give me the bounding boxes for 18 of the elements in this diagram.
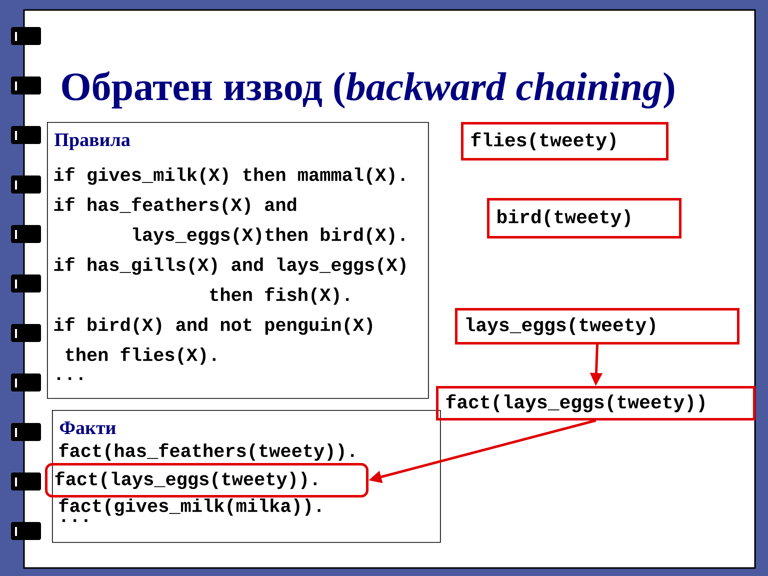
fact-box: fact(lays_eggs(tweety))	[436, 386, 756, 420]
code-line: ...	[62, 519, 88, 522]
section-heading: Факти	[60, 422, 116, 434]
rules-panel	[47, 122, 429, 399]
code-line: if gives_milk(X) then mammal(X).	[54, 167, 404, 185]
highlight-box: fact(lays_eggs(tweety)).	[45, 463, 368, 498]
fact-box: bird(tweety)	[487, 198, 682, 238]
code-line: ...	[57, 377, 82, 380]
title: Обратен извод (backward chaining)	[62, 71, 674, 108]
fact-box: flies(tweety)	[461, 122, 668, 160]
section-heading: Правила	[54, 134, 130, 150]
facts-panel	[52, 410, 441, 543]
fact-box: lays_eggs(tweety)	[455, 308, 740, 344]
code-line: fact(gives_milk(milka)).	[59, 498, 320, 516]
code-line: if bird(X) and not penguin(X) then flies(X).	[54, 317, 372, 365]
code-line: if has_feathers(X) and lays_eggs(X)then bird(X).	[54, 197, 404, 245]
code-line: if has_gills(X) and lays_eggs(X) then fish(X).	[54, 257, 406, 305]
code-line: fact(has_feathers(tweety)).	[59, 443, 354, 461]
